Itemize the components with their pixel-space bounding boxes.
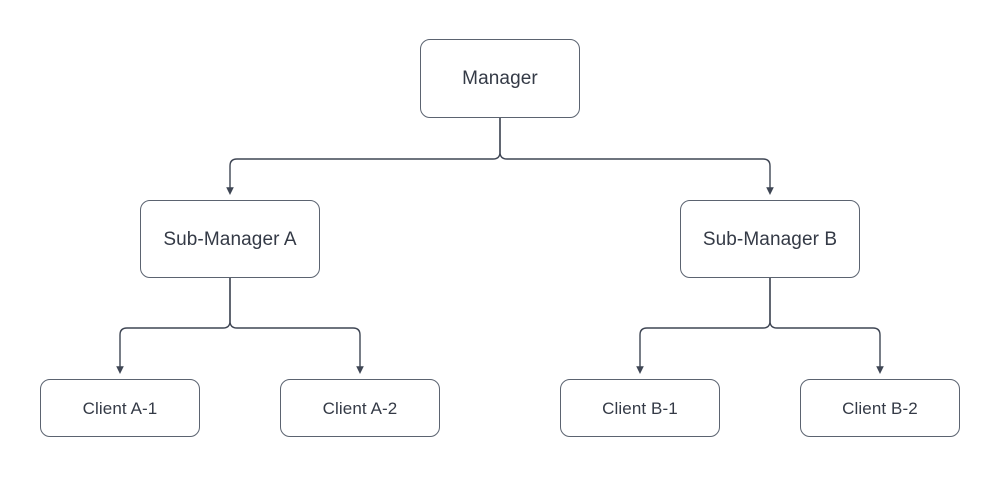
edge-sub-b-client-b-2 — [769, 278, 884, 375]
node-client-a-1[interactable]: Client A-1 — [40, 379, 200, 437]
node-client-b-1[interactable]: Client B-1 — [560, 379, 720, 437]
edge-sub-b-client-b-1 — [636, 278, 771, 375]
edge-manager-sub-a — [226, 118, 501, 196]
node-client-b-2-label: Client B-2 — [842, 398, 918, 418]
node-client-a-2[interactable]: Client A-2 — [280, 379, 440, 437]
node-sub-manager-b[interactable]: Sub-Manager B — [680, 200, 860, 278]
node-client-a-1-label: Client A-1 — [82, 398, 158, 418]
node-client-b-1-label: Client B-1 — [602, 398, 678, 418]
edge-sub-a-client-a-2 — [229, 278, 364, 375]
node-sub-manager-a-label: Sub-Manager A — [163, 228, 297, 250]
node-sub-manager-b-label: Sub-Manager B — [702, 228, 838, 250]
node-manager[interactable]: Manager — [420, 39, 580, 118]
node-client-a-2-label: Client A-2 — [322, 398, 398, 418]
node-client-b-2[interactable]: Client B-2 — [800, 379, 960, 437]
edge-manager-sub-b — [499, 118, 774, 196]
node-manager-label: Manager — [462, 68, 538, 89]
node-sub-manager-a[interactable]: Sub-Manager A — [140, 200, 320, 278]
edge-sub-a-client-a-1 — [116, 278, 231, 375]
